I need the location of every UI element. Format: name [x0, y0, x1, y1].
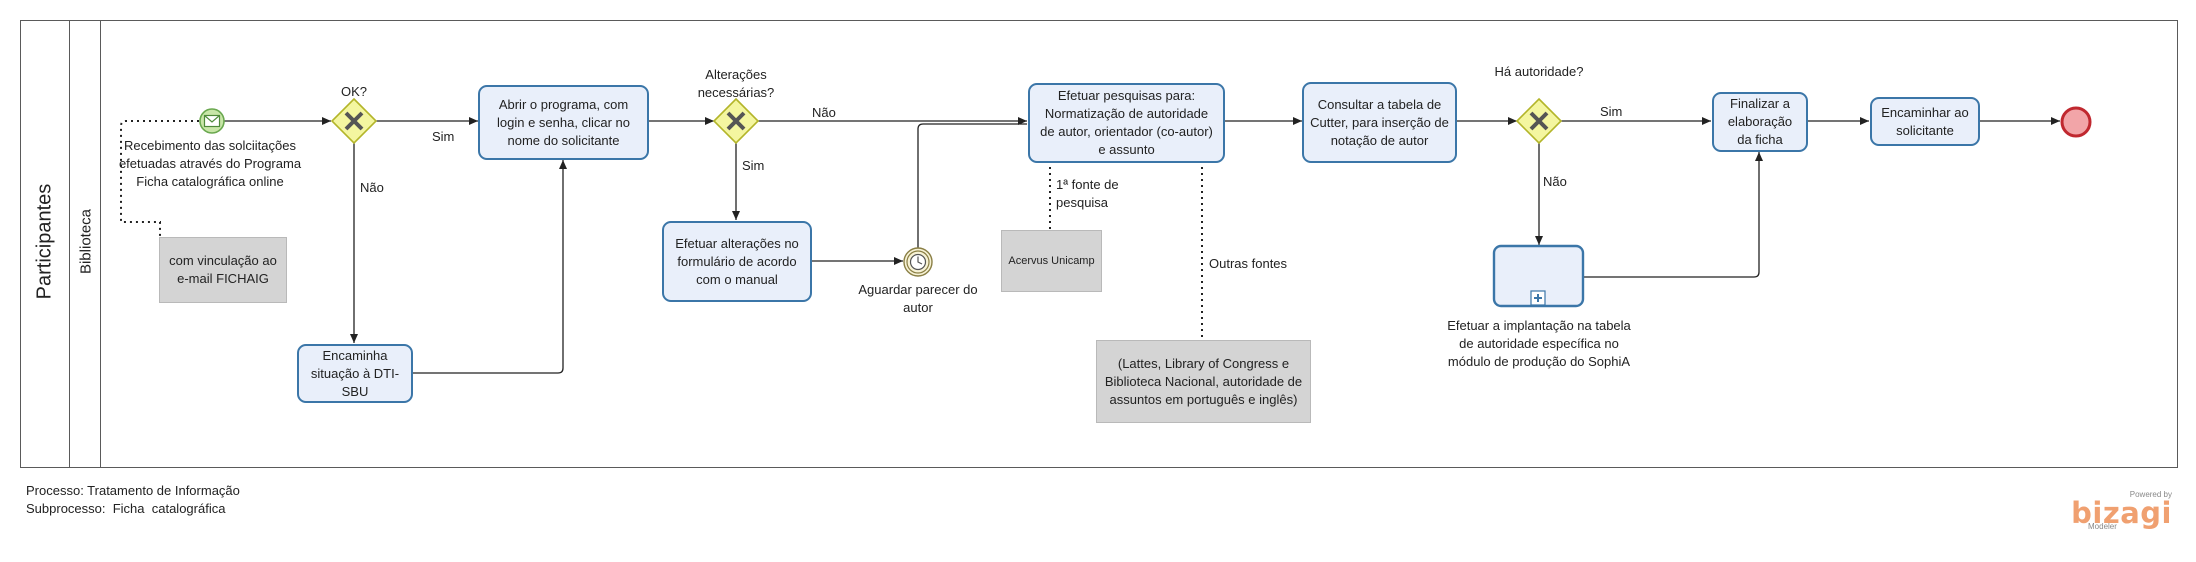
- bizagi-logo: Powered by bizagi Modeler: [2071, 490, 2172, 532]
- annotation-outras: (Lattes, Library of Congress e Bibliotec…: [1096, 340, 1311, 423]
- flow-label-sim-aut: Sim: [1600, 104, 1623, 119]
- gateway-alteracoes-label: Alterações necessárias?: [697, 67, 775, 100]
- task-efetuar-pesquisas-label: Efetuar pesquisas para: Normatização de …: [1040, 88, 1213, 157]
- brand-product: Modeler: [2088, 522, 2117, 531]
- start-event-label: Recebimento das solciitações efetuadas a…: [118, 138, 302, 189]
- flow-label-primeira-fonte: 1ª fonte de pesquisa: [1056, 177, 1119, 210]
- flow-impl-to-finalizar: [1583, 152, 1763, 278]
- task-encaminha-dti-label: Encaminha situação à DTI-SBU: [310, 347, 400, 399]
- end-event: [2060, 106, 2092, 138]
- flow-label-sim-alt: Sim: [742, 158, 765, 173]
- subprocess-implantacao[interactable]: [1494, 246, 1583, 306]
- gateway-ok-label: OK?: [340, 84, 367, 99]
- x-icon: [344, 111, 364, 131]
- task-consultar-cutter[interactable]: Consultar a tabela de Cutter, para inser…: [1302, 82, 1457, 163]
- flow-label-sim-ok: Sim: [432, 129, 455, 144]
- footer-subprocesso: Subprocesso: Ficha catalográfica: [26, 501, 226, 516]
- task-abrir-programa-label: Abrir o programa, com login e senha, cli…: [497, 96, 630, 148]
- task-encaminhar-label: Encaminhar ao solicitante: [1881, 104, 1969, 138]
- brand-name: bizagi: [2071, 496, 2172, 530]
- flow-timer-to-pesquisas: [917, 123, 1027, 248]
- annotation-acervus: Acervus Unicamp: [1001, 230, 1102, 292]
- flow-label-nao-ok: Não: [360, 180, 384, 195]
- annotation-email: com vinculação ao e-mail FICHAIG: [159, 237, 287, 303]
- lane-header: [70, 20, 101, 468]
- x-icon: [726, 111, 746, 131]
- gateway-autoridade-label: Há autoridade?: [1494, 64, 1584, 79]
- subprocess-implantacao-label: Efetuar a implantação na tabela de autor…: [1447, 318, 1631, 369]
- flow-label-nao-aut: Não: [1543, 174, 1567, 189]
- task-efetuar-pesquisas[interactable]: Efetuar pesquisas para: Normatização de …: [1028, 83, 1225, 163]
- x-icon: [1529, 111, 1549, 131]
- task-efetuar-alteracoes[interactable]: Efetuar alterações no formulário de acor…: [662, 221, 812, 302]
- footer-processo: Processo: Tratamento de Informação: [26, 483, 240, 498]
- gateway-alteracoes: [712, 97, 760, 145]
- task-abrir-programa[interactable]: Abrir o programa, com login e senha, cli…: [478, 85, 649, 160]
- gateway-autoridade: [1515, 97, 1563, 145]
- task-encaminha-dti[interactable]: Encaminha situação à DTI-SBU: [297, 344, 413, 403]
- task-finalizar[interactable]: Finalizar a elaboração da ficha: [1712, 92, 1808, 152]
- brand-powered: Powered by: [2129, 490, 2172, 499]
- pool-frame: [20, 20, 2178, 468]
- pool-header: [20, 20, 70, 468]
- envelope-icon: [203, 114, 221, 128]
- task-finalizar-label: Finalizar a elaboração da ficha: [1727, 96, 1793, 147]
- flow-label-nao-alt: Não: [812, 105, 836, 120]
- task-consultar-cutter-label: Consultar a tabela de Cutter, para inser…: [1310, 96, 1449, 148]
- timer-event: [903, 247, 933, 277]
- timer-event-label: Aguardar parecer do autor: [858, 282, 978, 315]
- gateway-ok: [330, 97, 378, 145]
- flow-dti-to-abrir: [413, 160, 567, 374]
- start-event: [199, 108, 225, 134]
- task-efetuar-alteracoes-label: Efetuar alterações no formulário de acor…: [675, 235, 799, 287]
- task-encaminhar[interactable]: Encaminhar ao solicitante: [1870, 97, 1980, 146]
- assoc-start-email: [120, 120, 199, 236]
- flow-label-outras-fontes: Outras fontes: [1209, 256, 1288, 271]
- subprocess-implantacao-shape: [1492, 244, 1585, 308]
